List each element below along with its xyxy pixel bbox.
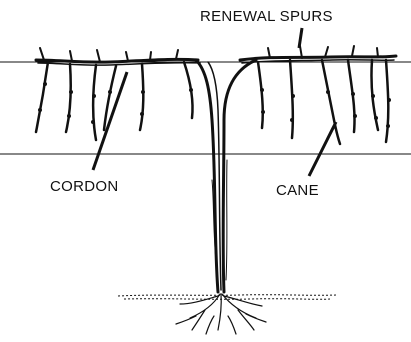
right-canes (258, 60, 388, 144)
roots (176, 294, 266, 334)
left-cordon-arm (36, 59, 200, 65)
renewal-spurs-pointer (299, 28, 302, 48)
cane-label: CANE (276, 183, 319, 198)
cane-pointer (309, 122, 336, 176)
renewal-spurs-label: RENEWAL SPURS (200, 9, 333, 24)
left-canes (36, 62, 193, 140)
trunk (196, 60, 256, 292)
bud-nodes (38, 82, 391, 128)
cordon-label: CORDON (50, 179, 118, 194)
